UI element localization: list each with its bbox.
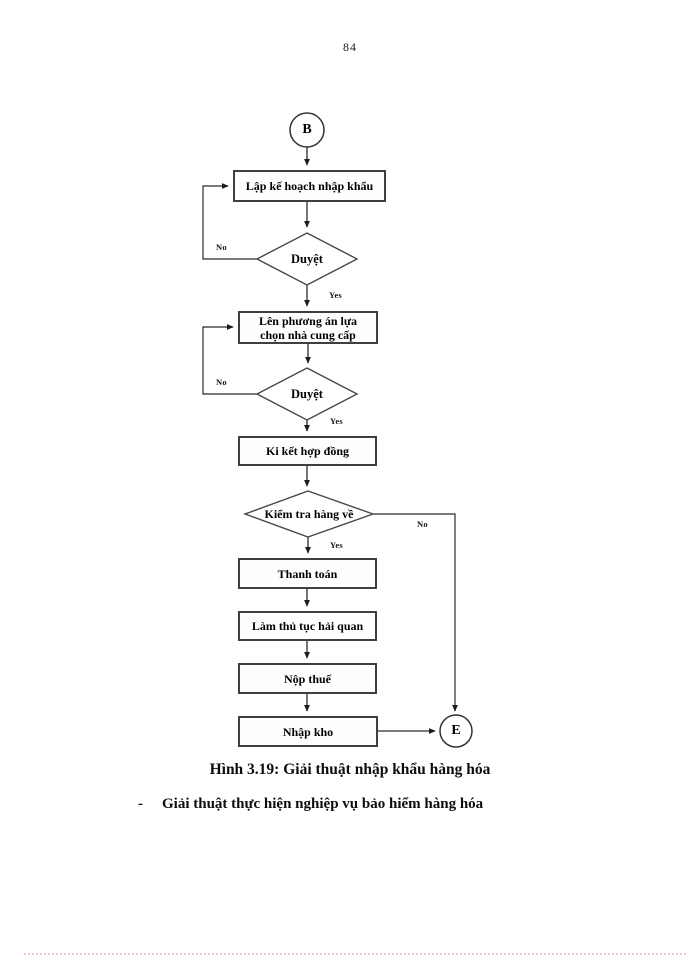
step-contract-box: Ki kết hợp đồng [238,436,377,466]
decision-diamond-approve2 [255,367,359,421]
start-connector-circle [289,112,325,148]
connector-check-no-to-e [373,513,458,712]
step-plan-box: Lập kế hoạch nhập khẩu [233,170,386,202]
step-warehouse-box: Nhập kho [238,716,378,747]
connector-approve1-no-loop [202,183,257,260]
end-connector-circle [439,714,473,748]
figure-caption: Hình 3.19: Giải thuật nhập khẩu hàng hóa [209,761,491,778]
bullet-marker: - [138,796,143,812]
branch-no-label-2: No [216,377,227,387]
footer-dotted-rule [24,953,686,955]
bullet-text: Giải thuật thực hiện nghiệp vụ bảo hiểm … [162,796,484,812]
page-number: 84 [343,40,357,54]
branch-no-label-1: No [216,242,227,252]
decision-diamond-approve1 [255,232,359,286]
branch-yes-label-3: Yes [330,540,343,550]
step-tax-box: Nộp thuế [238,663,377,694]
step-supplier-line1: Lên phương án lựa [258,313,358,328]
branch-yes-label-2: Yes [330,416,343,426]
branch-no-label-3: No [417,519,428,529]
step-supplier-box: Lên phương án lựa chọn nhà cung cấp [238,311,378,344]
step-payment-box: Thanh toán [238,558,377,589]
step-supplier-line2: chọn nhà cung cấp [260,327,356,342]
step-customs-box: Làm thủ tục hải quan [238,611,377,641]
bullet-line: - Giải thuật thực hiện nghiệp vụ bảo hiểm… [138,796,660,813]
connector-approve2-no-loop [202,324,257,395]
branch-yes-label-1: Yes [329,290,342,300]
decision-diamond-check-goods [242,490,376,538]
